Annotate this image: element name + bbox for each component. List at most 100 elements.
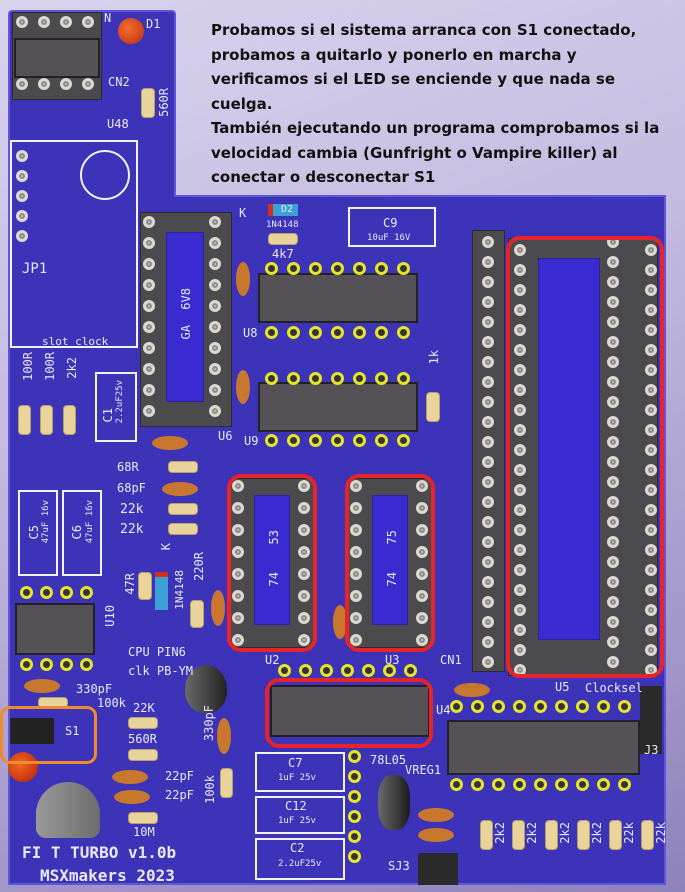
pin-hole — [209, 237, 221, 249]
pin-hole — [514, 644, 526, 656]
pin-hole — [209, 300, 221, 312]
pin-pad — [20, 658, 33, 671]
label-u48: U48 — [107, 117, 129, 131]
led-d1 — [118, 18, 144, 44]
capacitor-c7 — [255, 752, 345, 792]
capacitor — [454, 683, 490, 697]
capacitor-330pf — [24, 679, 60, 693]
pin-hole — [416, 590, 428, 602]
pin-hole — [16, 230, 28, 242]
pin-pad — [397, 372, 410, 385]
pin-hole — [143, 321, 155, 333]
label-c2: C2 — [290, 841, 305, 855]
label-j3: J3 — [644, 743, 659, 757]
pin-pad — [60, 658, 73, 671]
label-u3: U3 — [385, 653, 400, 667]
pin-hole — [645, 284, 657, 296]
pin-pad — [320, 664, 333, 677]
pin-hole — [482, 536, 494, 548]
pin-hole — [482, 656, 494, 668]
label-100k: 100k — [203, 775, 217, 804]
board-subtitle: MSXmakers 2023 — [40, 866, 175, 885]
label-c5: C5 — [27, 525, 41, 540]
pin-pad — [471, 700, 484, 713]
led-d3 — [8, 752, 38, 782]
pin-pad — [20, 586, 33, 599]
pin-hole — [482, 296, 494, 308]
label-vreg1: VREG1 — [405, 763, 442, 777]
pin-pad — [80, 658, 93, 671]
chip-u6 — [166, 232, 204, 402]
highlight-u5 — [506, 236, 664, 678]
capacitor — [333, 605, 347, 639]
pin-pad — [278, 664, 291, 677]
diode-d2 — [268, 204, 298, 216]
label-c1-value: 2.2uF25v — [115, 380, 125, 424]
pin-pad — [492, 778, 505, 791]
header-sj3 — [418, 853, 458, 885]
resistor-2k2 — [63, 405, 76, 435]
pin-pad — [40, 586, 53, 599]
pin-pad — [287, 372, 300, 385]
pin-pad — [513, 700, 526, 713]
highlight-u2 — [227, 474, 317, 652]
pin-hole — [482, 276, 494, 288]
pin-hole — [350, 612, 362, 624]
pin-hole — [143, 342, 155, 354]
pin-hole — [416, 546, 428, 558]
pin-hole — [416, 568, 428, 580]
label-cn2: CN2 — [108, 75, 130, 89]
pin-pad — [450, 700, 463, 713]
label-22k: 22k — [622, 822, 636, 844]
capacitor — [418, 828, 454, 842]
pin-hole — [514, 464, 526, 476]
capacitor-c12 — [255, 796, 345, 834]
diode-1n4148 — [155, 572, 168, 610]
pin-hole — [16, 78, 28, 90]
pin-hole — [607, 296, 619, 308]
pin-pad — [353, 434, 366, 447]
pin-hole — [607, 536, 619, 548]
label-clocksel: Clocksel — [585, 681, 643, 695]
pin-hole — [482, 356, 494, 368]
label-100r: 100R — [21, 352, 35, 381]
pin-hole — [209, 321, 221, 333]
capacitor-330pf — [217, 718, 231, 754]
pin-hole — [38, 16, 50, 28]
pin-pad — [341, 664, 354, 677]
pin-hole — [143, 258, 155, 270]
pin-hole — [350, 590, 362, 602]
resistor-560r — [128, 749, 158, 761]
capacitor-22pf — [114, 790, 150, 804]
pin-hole — [514, 604, 526, 616]
voltage-regulator-vreg1 — [378, 775, 410, 830]
pin-pad — [397, 262, 410, 275]
pin-hole — [482, 376, 494, 388]
pin-hole — [232, 524, 244, 536]
pin-hole — [482, 556, 494, 568]
pin-hole — [143, 363, 155, 375]
label-u3-part: 75 — [385, 530, 399, 545]
label-cn1: CN1 — [440, 653, 462, 667]
label-k: K — [239, 206, 247, 220]
label-c1: C1 — [101, 408, 115, 423]
resistor-22k — [641, 820, 654, 850]
capacitor-c1 — [95, 372, 137, 442]
label-c6-value: 47uF 16v — [85, 500, 95, 544]
pin-pad — [348, 830, 361, 843]
ic-u10 — [15, 603, 95, 655]
label-c6: C6 — [70, 525, 84, 540]
pin-hole — [607, 276, 619, 288]
pin-pad — [287, 326, 300, 339]
pin-hole — [232, 546, 244, 558]
label-2k2: 2k2 — [525, 822, 539, 844]
pin-pad — [80, 586, 93, 599]
pin-hole — [232, 568, 244, 580]
pin-pad — [618, 700, 631, 713]
pin-pad — [383, 664, 396, 677]
label-c9-value: 10uF 16V — [367, 233, 411, 243]
pin-pad — [309, 434, 322, 447]
label-6v8: 6V8 — [179, 288, 193, 310]
pin-hole — [209, 216, 221, 228]
pin-hole — [143, 279, 155, 291]
